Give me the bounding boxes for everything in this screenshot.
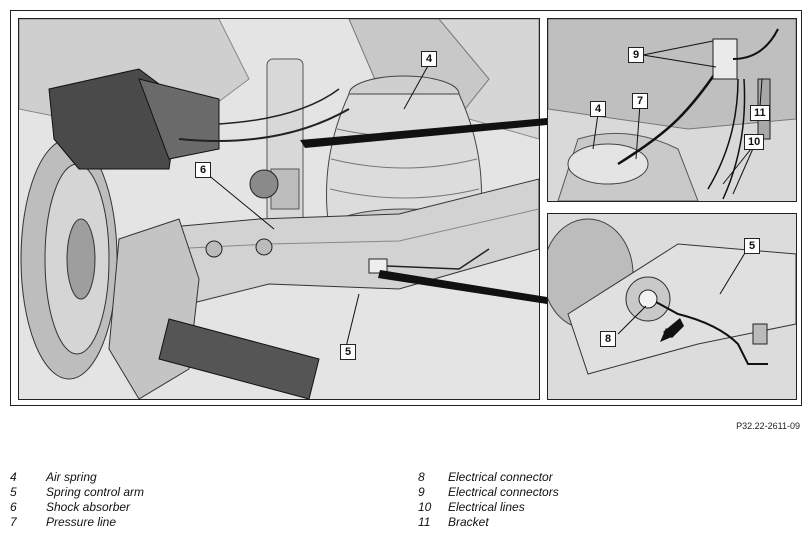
callout-10: 10 (744, 134, 765, 150)
legend-item: 4 Air spring (10, 470, 144, 485)
callout-5-detail: 5 (744, 238, 760, 254)
callout-8: 8 (600, 331, 616, 347)
legend-right: 8 Electrical connector 9 Electrical conn… (418, 470, 559, 530)
legend-item: 6 Shock absorber (10, 500, 144, 515)
legend-number: 8 (418, 470, 425, 484)
legend-left: 4 Air spring 5 Spring control arm 6 Shoc… (10, 470, 144, 530)
legend-number: 5 (10, 485, 17, 499)
callout-6: 6 (195, 162, 211, 178)
legend-label: Bracket (448, 515, 489, 529)
legend-label: Pressure line (46, 515, 117, 529)
legend-number: 4 (10, 470, 17, 484)
figure-reference: P32.22-2611-09 (736, 421, 800, 431)
legend-number: 11 (418, 515, 431, 529)
legend-number: 7 (10, 515, 17, 529)
detail-panel-top: 9 7 4 11 10 (547, 18, 797, 202)
callout-9: 9 (628, 47, 644, 63)
detail-panel-bottom: 5 8 (547, 213, 797, 400)
callout-4-detail: 4 (590, 101, 606, 117)
legend-label: Shock absorber (46, 500, 131, 514)
legend-label: Electrical connector (448, 470, 553, 484)
legend-label: Spring control arm (46, 485, 145, 499)
legend-item: 5 Spring control arm (10, 485, 144, 500)
legend-item: 7 Pressure line (10, 515, 144, 530)
callout-4: 4 (421, 51, 437, 67)
callout-7: 7 (632, 93, 648, 109)
callout-5: 5 (340, 344, 356, 360)
main-illustration-panel: 4 6 5 (18, 18, 540, 400)
callout-11: 11 (750, 105, 770, 121)
legend-item: 10 Electrical lines (418, 500, 559, 515)
legend-item: 9 Electrical connectors (418, 485, 559, 500)
legend-item: 8 Electrical connector (418, 470, 559, 485)
legend-label: Air spring (46, 470, 97, 484)
legend-number: 10 (418, 500, 432, 514)
legend-label: Electrical connectors (448, 485, 559, 499)
legend-label: Electrical lines (448, 500, 525, 514)
legend-item: 11 Bracket (418, 515, 559, 530)
legend-number: 6 (10, 500, 17, 514)
legend-number: 9 (418, 485, 425, 499)
